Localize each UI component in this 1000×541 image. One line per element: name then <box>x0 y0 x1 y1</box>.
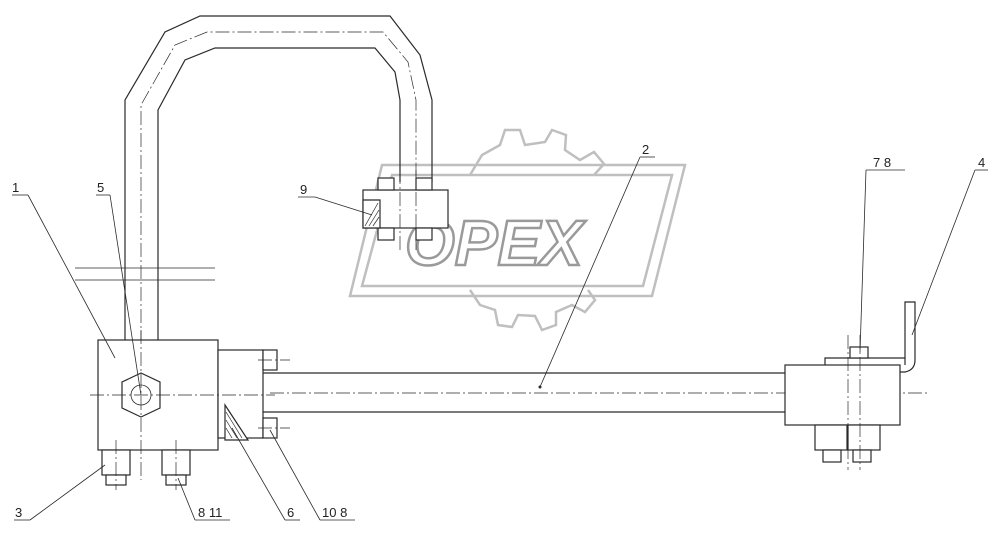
callout-1: 1 <box>12 180 19 195</box>
bent-tube <box>124 15 433 345</box>
callout-6: 6 <box>287 505 294 520</box>
tube-clamp <box>362 170 449 250</box>
callout-4: 4 <box>978 155 985 170</box>
callout-5: 5 <box>97 180 104 195</box>
left-block <box>90 330 290 490</box>
callout-10-8: 10 8 <box>322 505 347 520</box>
leader-lines <box>12 156 988 521</box>
right-block <box>784 301 916 470</box>
callout-9: 9 <box>300 182 307 197</box>
gear-icon <box>468 128 606 332</box>
callout-3: 3 <box>15 505 22 520</box>
section-line <box>75 267 215 281</box>
callout-labels: 1 2 3 4 5 6 7 8 8 11 9 10 8 <box>12 142 985 520</box>
callout-7-8: 7 8 <box>873 155 891 170</box>
callout-2: 2 <box>642 142 649 157</box>
callout-8-11: 8 11 <box>198 505 222 520</box>
